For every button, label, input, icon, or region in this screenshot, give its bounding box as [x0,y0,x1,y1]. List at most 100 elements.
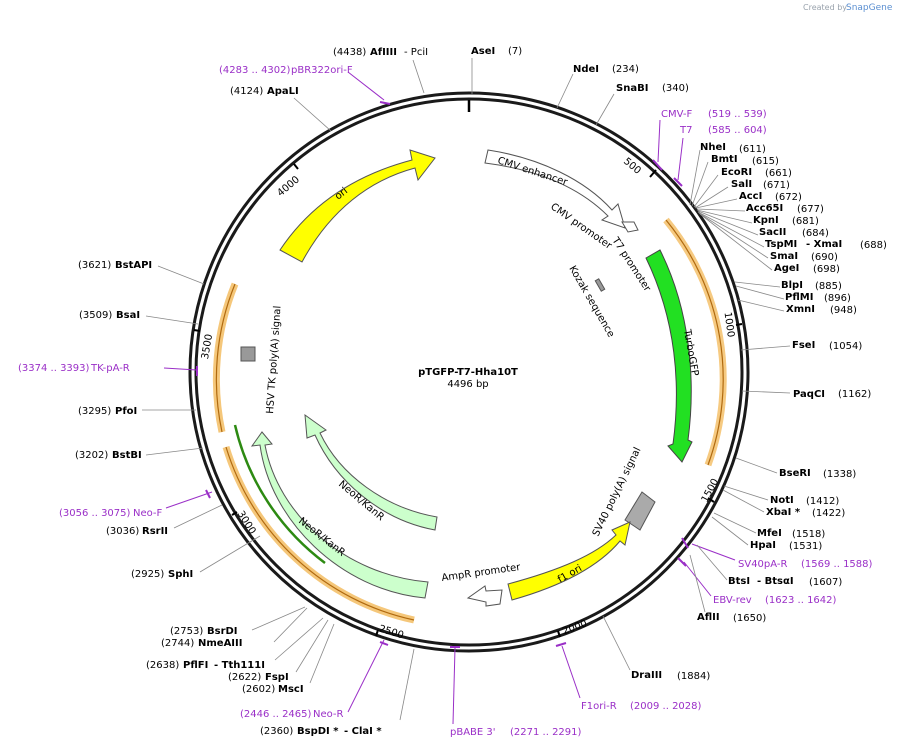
primer-leader [677,137,684,181]
pos-aflIII: (4438) [333,47,366,58]
enzyme-acc65i: Acc65I [746,203,783,214]
primer-range-pbr322ori: (4283 .. 4302) [219,65,291,76]
label-hsv-tk: HSV TK poly(A) signal [265,305,284,414]
leader-fsei [740,345,791,351]
tick-3500: 3500 [200,333,215,360]
primer-name-ebvrev: EBV-rev [713,595,752,606]
enzyme-nhei: NheI [700,142,726,153]
pos-btsi: (1607) [809,577,842,588]
enzyme-tth111i: - Tth111I [214,660,265,671]
pos-pflmi: (896) [824,293,851,304]
orf-band-neo-line [225,446,415,621]
leader-msci [309,623,335,684]
leader-bseri [735,457,778,474]
feature-t7-promoter-arrow [621,221,639,233]
primer-mark [673,177,683,187]
pos-bspdi: (2360) [260,726,293,737]
enzyme-pflmi: PflMI [785,292,813,303]
pos-apali: (4124) [230,86,263,97]
enzyme-bsrdi: BsrDI [207,626,238,637]
enzyme-bstbi: BstBI [112,450,142,461]
leader-blpi [734,281,781,288]
enzyme-acci: AccI [739,191,762,202]
tick-1000: 1000 [722,311,736,338]
primer-range-sv40par: (1569 .. 1588) [801,559,873,570]
pos-bseri: (1338) [823,469,856,480]
primer-leader [683,561,712,597]
enzyme-ndei: NdeI [573,64,599,75]
enzyme-hpai: HpaI [750,540,776,551]
pos-fspi: (2622) [228,672,261,683]
pos-pflfi: (2638) [146,660,179,671]
pos-agei: (698) [813,264,840,275]
primer-name-tkpar: TK-pA-R [90,363,130,374]
enzyme-pflfi: PflFI [183,660,208,671]
orf-band-left-line [215,283,236,433]
leader-bsai [145,315,199,325]
leader-paqci [741,390,791,394]
pos-asei: (7) [508,46,522,57]
pos-draiii: (1884) [677,671,710,682]
primer-leader [347,639,385,713]
primer-range-neof: (3056 .. 3075) [59,508,131,519]
enzyme-bstapi: BstAPI [115,260,152,271]
leader-bstbi [145,447,204,456]
label-ampr-promoter: AmpR promoter [441,562,522,584]
orf-green-line [233,424,326,565]
primer-name-f1orir: F1ori-R [581,701,617,712]
tick-3500-mark [193,329,201,332]
enzyme-xbai: XbaI * [766,507,801,518]
pos-bstbi: (3202) [75,450,108,461]
leader-noti [723,485,769,501]
pos-bsrdi: (2753) [170,626,203,637]
pos-noti: (1412) [806,496,839,507]
primer-leader [657,119,661,163]
enzyme-sphi: SphI [168,569,193,580]
enzyme-labels: (4438) AfIIII - PciI AseI (7) NdeI (234)… [75,46,887,737]
leader-ndei [556,73,574,109]
primer-name-pbr322ori: pBR322ori-F [291,65,353,76]
leader-aflii [689,554,706,613]
leader-xmni [737,299,785,312]
feature-neor-kanr-arrow-1 [304,413,438,531]
pos-bsai: (3509) [79,310,112,321]
leader-tspmi [697,211,765,248]
leader-hpai [711,516,749,546]
enzyme-sacii: SacII [759,227,786,238]
enzyme-xmni: XmnI [786,304,815,315]
pos-nmeaiii: (2744) [161,638,194,649]
primer-range-ebvrev: (1623 .. 1642) [765,595,837,606]
branding-app: SnapGene [846,3,893,13]
enzyme-leader-lines [142,58,791,721]
tick-500-mark [649,169,657,178]
enzyme-ecori: EcoRI [721,167,752,178]
tick-2000: 2000 [561,618,589,637]
enzyme-bseri: BseRI [779,468,811,479]
feature-f1-ori-arrow [507,521,631,601]
primer-leader [165,491,213,509]
pos-tspmi: (688) [860,240,887,251]
pos-bstapi: (3621) [78,260,111,271]
enzyme-clai: - ClaI * [344,726,382,737]
feature-ori-arrow [279,149,436,263]
leader-sacii [697,210,759,236]
leader-btsi [696,544,728,581]
leader-bmti [691,161,709,207]
feature-hsv-tk-box [240,346,256,362]
tick-2000-mark [557,630,561,638]
leader-draiii [602,615,631,671]
pos-xmni: (948) [830,305,857,316]
tick-2500-mark [375,629,379,637]
leader-apali [293,97,332,132]
plasmid-length: 4496 bp [447,379,488,390]
leader-ecori [693,174,719,208]
enzyme-bsai: BsaI [116,310,140,321]
leader-pflmi [735,285,785,300]
enzyme-btsi: BtsI [728,576,750,587]
primer-mark [379,641,389,646]
pos-snabi: (340) [662,83,689,94]
primer-name-sv40par: SV40pA-R [738,559,787,570]
primer-range-cmvf: (519 .. 539) [708,109,767,120]
enzyme-xmai: - XmaI [806,239,842,250]
enzyme-draiii: DraIII [631,670,662,681]
